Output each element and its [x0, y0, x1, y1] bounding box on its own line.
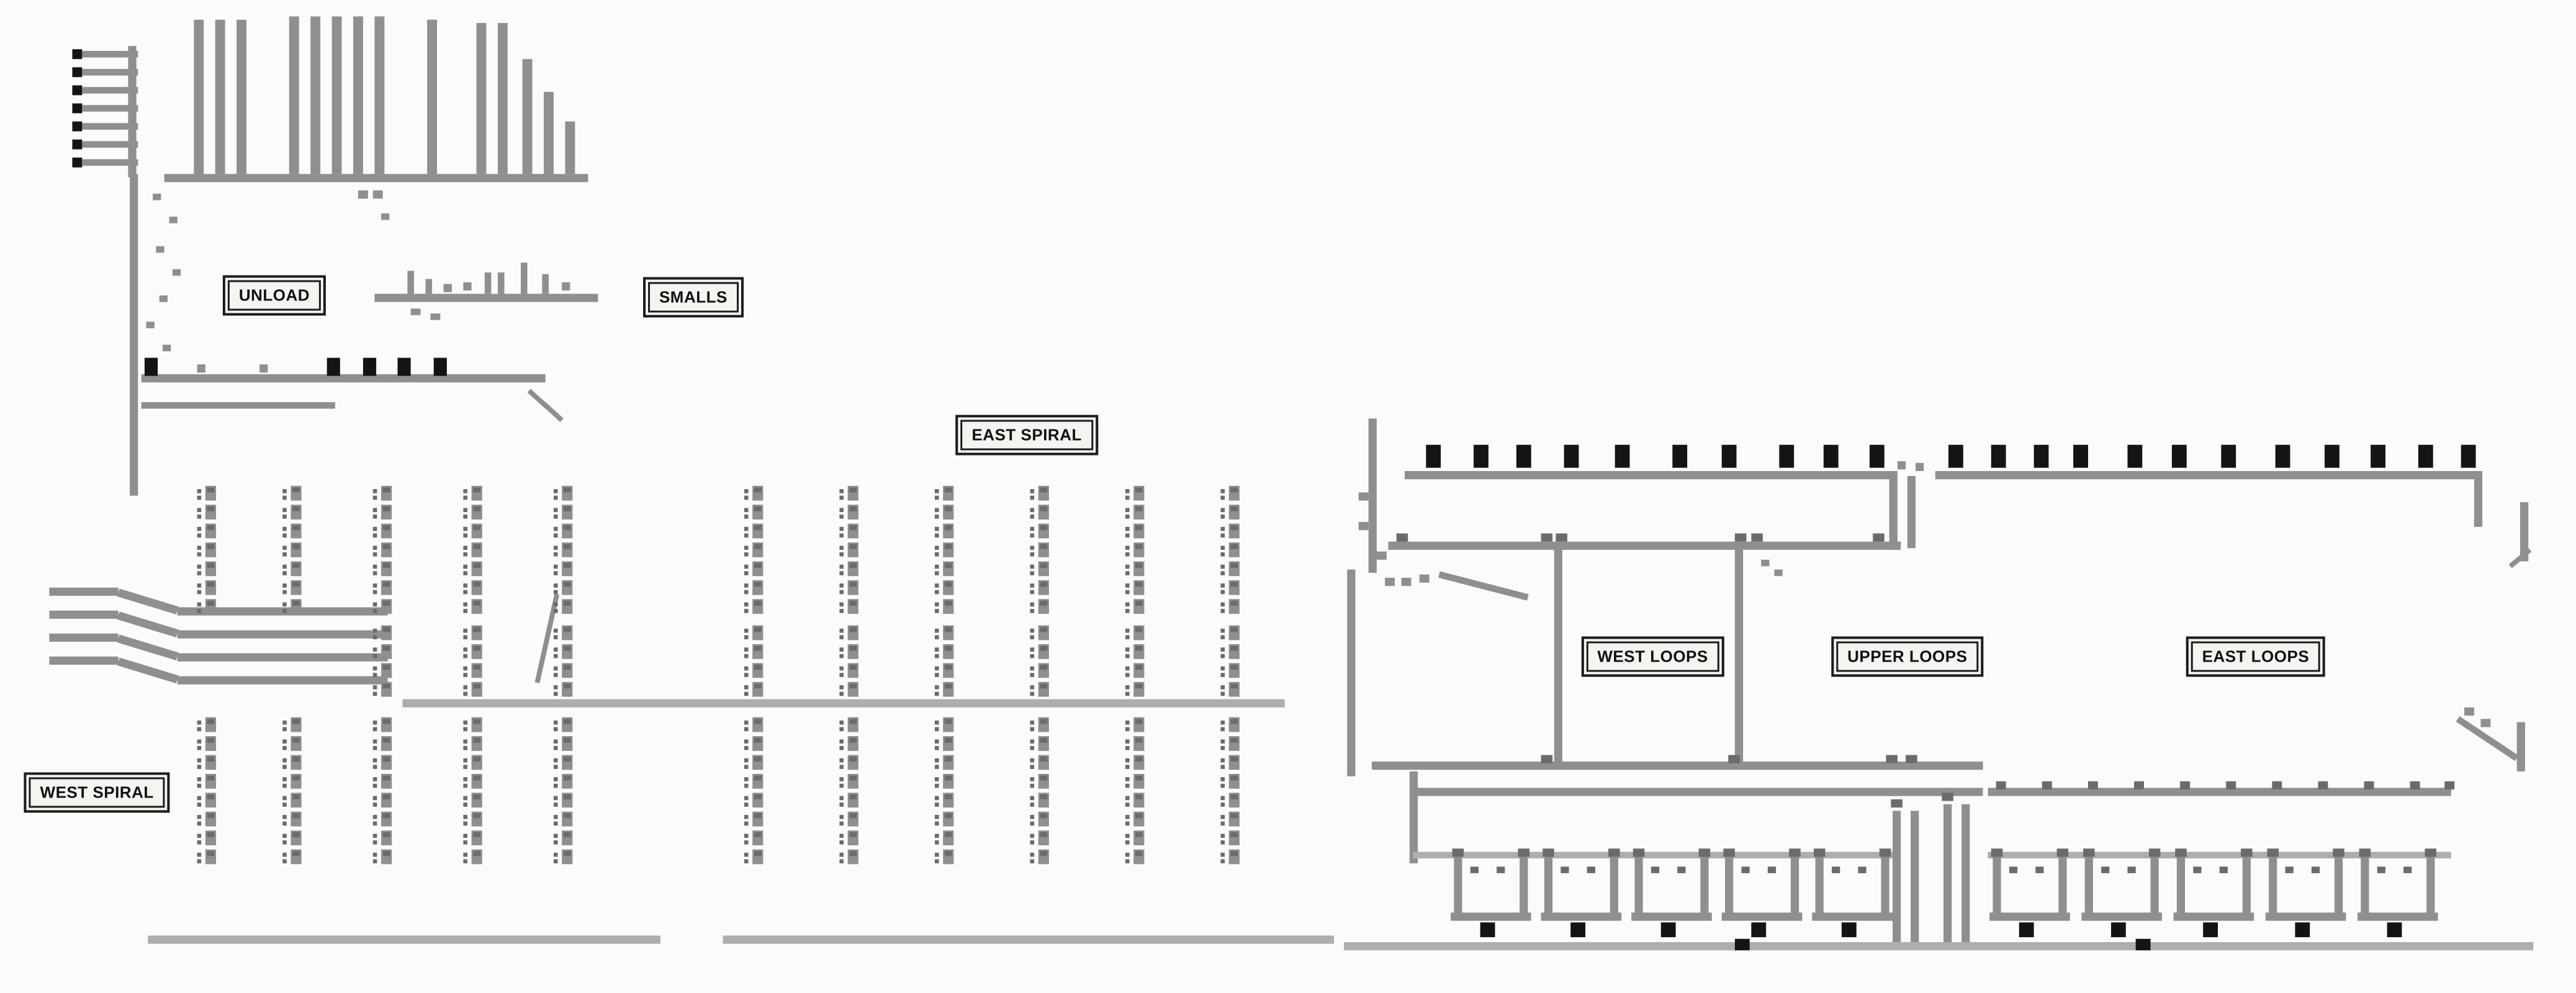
- diagram-svg: [49, 16, 2534, 951]
